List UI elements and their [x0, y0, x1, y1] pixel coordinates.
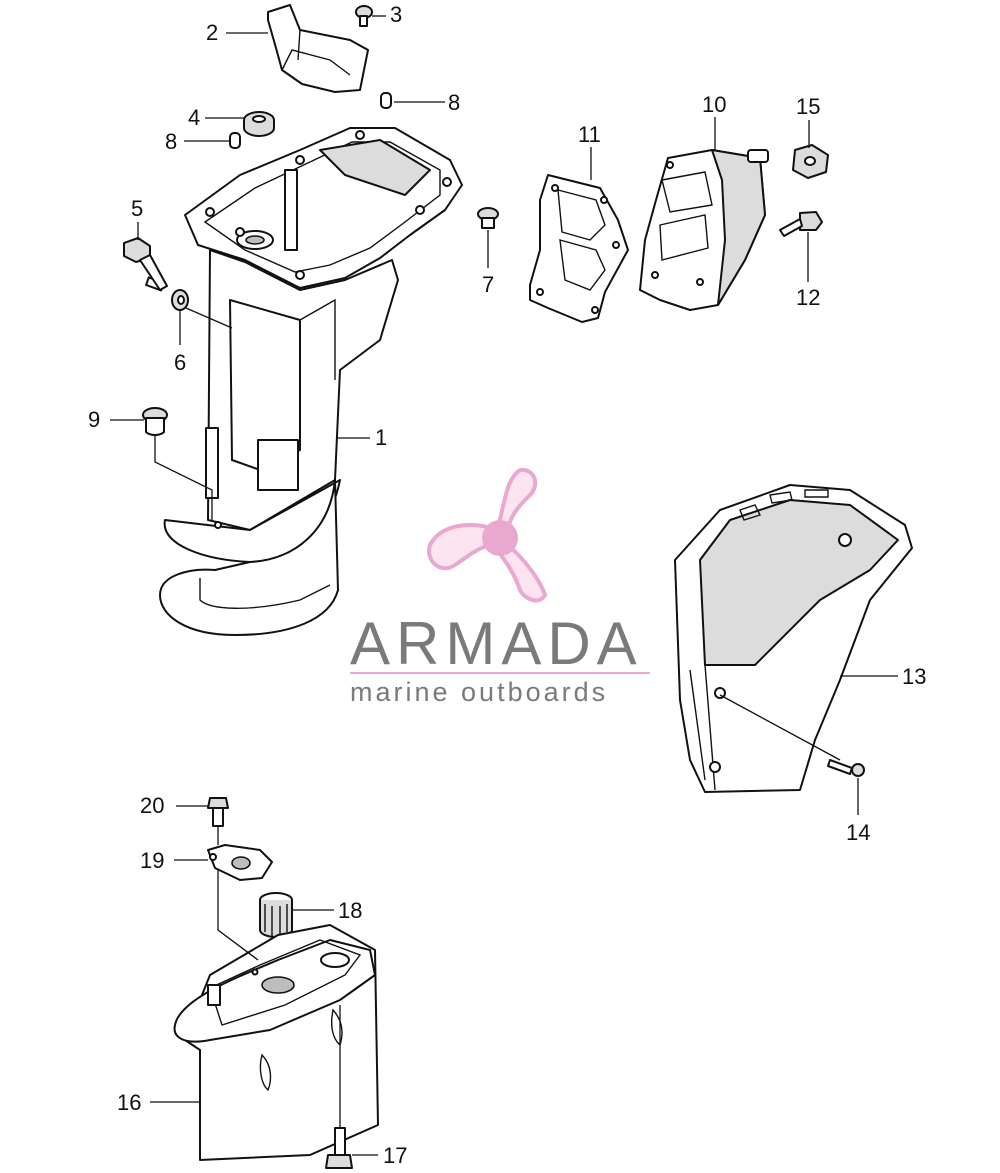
part-11-gasket — [529, 174, 629, 323]
callout-14: 14 — [846, 820, 870, 845]
callout-16: 16 — [117, 1090, 141, 1115]
armada-logo: ARMADA marine outboards — [350, 467, 650, 707]
propeller-icon — [427, 467, 548, 603]
brand-tagline: marine outboards — [350, 677, 608, 707]
callout-4: 4 — [188, 105, 200, 130]
part-15-nut — [792, 144, 829, 179]
callout-3: 3 — [390, 2, 402, 27]
brand-name: ARMADA — [350, 610, 643, 677]
part-6-washer — [171, 289, 189, 311]
callout-11: 11 — [578, 122, 601, 147]
callout-2: 2 — [206, 20, 218, 45]
part-20-bolt — [207, 797, 229, 827]
callout-17: 17 — [383, 1143, 407, 1168]
part-18-bushing — [259, 892, 293, 938]
part-4-seal — [243, 111, 275, 137]
part-10-adapter — [639, 149, 769, 311]
callout-labels: 2 3 4 8 8 5 6 7 9 1 11 10 15 12 13 14 20… — [88, 2, 926, 1168]
callout-12: 12 — [796, 285, 820, 310]
part-13-cover — [674, 484, 913, 793]
callout-13: 13 — [902, 664, 926, 689]
leader-lines — [110, 15, 898, 1156]
part-8-dowel-upper — [380, 92, 392, 109]
part-7-plug — [477, 207, 499, 229]
part-14-screw — [827, 759, 865, 777]
part-2-bracket — [267, 4, 369, 93]
part-3-screw — [355, 5, 373, 27]
callout-6: 6 — [174, 350, 186, 375]
part-19-plate — [207, 844, 273, 881]
callout-20: 20 — [140, 793, 164, 818]
part-8-dowel-lower — [229, 132, 241, 149]
callout-18: 18 — [338, 898, 362, 923]
callout-19: 19 — [140, 848, 164, 873]
callout-7: 7 — [482, 272, 494, 297]
part-12-bolt — [779, 211, 823, 237]
callout-8-lower: 8 — [165, 129, 177, 154]
part-9-grommet — [142, 407, 168, 436]
callout-1: 1 — [375, 425, 387, 450]
callout-15: 15 — [796, 94, 820, 119]
callout-10: 10 — [702, 92, 726, 117]
part-16-lower-casing — [173, 924, 379, 1161]
part-5-bolt — [123, 237, 168, 292]
callout-5: 5 — [131, 196, 143, 221]
part-1-upper-casing — [159, 127, 463, 636]
callout-9: 9 — [88, 407, 100, 432]
callout-8-upper: 8 — [448, 90, 460, 115]
